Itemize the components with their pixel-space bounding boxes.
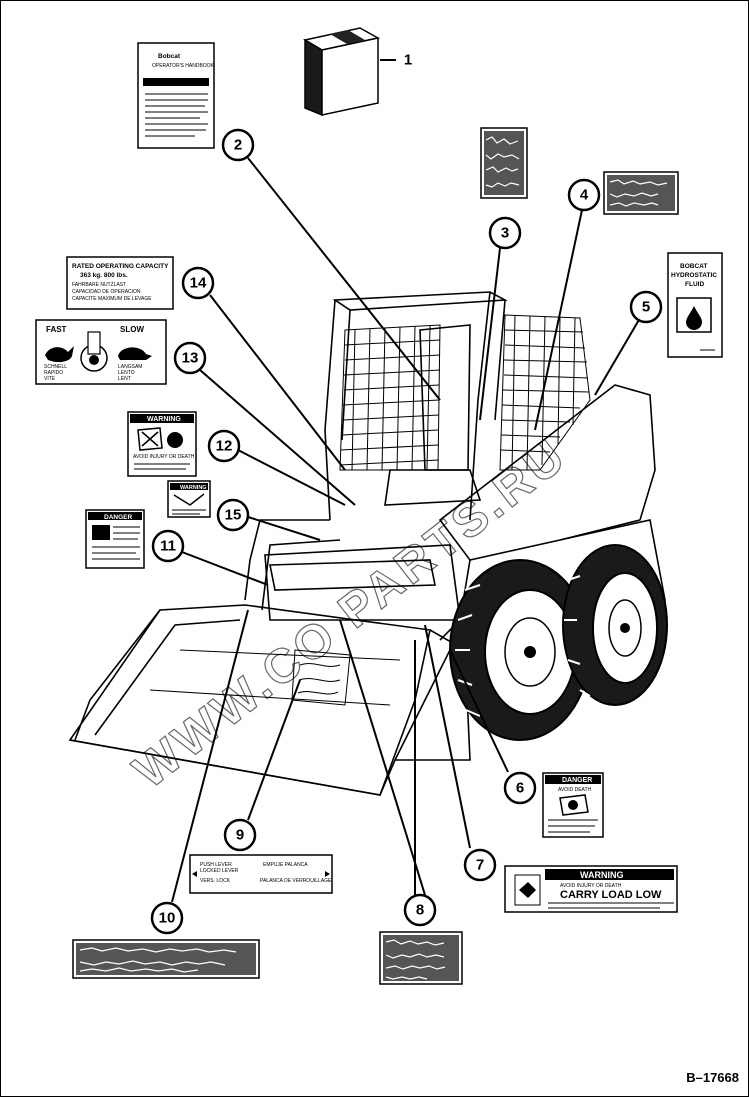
skid-steer-loader-drawing xyxy=(68,291,668,796)
figure-reference-number: B–17668 xyxy=(686,1070,739,1085)
callout-5-label: 5 xyxy=(642,299,650,316)
callout-5: 5 xyxy=(629,290,663,324)
callout-6: 6 xyxy=(503,771,537,805)
callout-15-label: 15 xyxy=(225,507,242,524)
small-warning-decal: WARNING xyxy=(167,480,211,518)
hydrostatic-line3: FLUID xyxy=(685,281,704,288)
handbook-title: OPERATOR'S HANDBOOK xyxy=(152,63,215,69)
lever-lock-decal: PUSH LEVER LOCKED LEVER EMPUJE PALANCA V… xyxy=(189,854,333,894)
rated-capacity-line2: 363 kg. 800 lbs. xyxy=(80,272,128,279)
callout-14-label: 14 xyxy=(190,275,207,292)
callout-13-label: 13 xyxy=(182,350,199,367)
rated-capacity-line1: RATED OPERATING CAPACITY xyxy=(72,263,169,270)
turtle-icon xyxy=(118,347,152,360)
callout-15: 15 xyxy=(216,498,250,532)
callout-3: 3 xyxy=(488,216,522,250)
hydrostatic-line1: BOBCAT xyxy=(680,263,707,270)
throttle-lever-icon xyxy=(80,331,108,372)
danger-right-line1: AVOID DEATH xyxy=(558,787,592,793)
callout-9: 9 xyxy=(223,818,257,852)
callout-2: 2 xyxy=(221,128,255,162)
callout-12-label: 12 xyxy=(216,438,233,455)
engine-warning-decal: WARNING AVOID INJURY OR DEATH xyxy=(127,411,197,477)
speed-fast-sub1: SCHNELL xyxy=(44,364,67,370)
operating-handbook-decal: Bobcat OPERATOR'S HANDBOOK xyxy=(137,42,215,149)
callout-1-label: 1 xyxy=(404,52,412,69)
callout-1: 1 xyxy=(404,52,412,69)
callout-11: 11 xyxy=(151,529,185,563)
speed-slow-sub1: LANGSAM xyxy=(118,364,142,370)
danger-left-header: DANGER xyxy=(104,514,132,521)
patch-upper-right xyxy=(603,171,679,215)
handbook-brand: Bobcat xyxy=(158,53,181,60)
callout-8-label: 8 xyxy=(416,902,424,919)
rated-capacity-line5: CAPACITE MAXIMUM DE LEVAGE xyxy=(72,296,152,302)
callout-2-label: 2 xyxy=(234,137,242,154)
callout-12: 12 xyxy=(207,429,241,463)
danger-left-decal: DANGER xyxy=(85,509,145,569)
callout-9-label: 9 xyxy=(236,827,244,844)
carry-load-low-decal: WARNING AVOID INJURY OR DEATH CARRY LOAD… xyxy=(504,865,678,913)
textured-decal-patches xyxy=(72,127,679,985)
lever-left2: LOCKED LEVER xyxy=(200,868,239,874)
callout-10: 10 xyxy=(150,901,184,935)
lever-left1: PUSH LEVER xyxy=(200,862,232,868)
speed-fast-sub3: VITE xyxy=(44,376,56,382)
left-arrow-icon xyxy=(192,871,197,877)
speed-fast-label: FAST xyxy=(46,325,67,334)
danger-right-header: DANGER xyxy=(562,777,592,784)
hydrostatic-line2: HYDROSTATIC xyxy=(671,272,717,279)
callout-4: 4 xyxy=(567,178,601,212)
rated-capacity-line4: CAPACIDAD DE OPERACION xyxy=(72,289,141,295)
callouts: 1 2 3 4 5 6 7 8 9 10 11 12 13 14 15 xyxy=(150,52,663,935)
speed-slow-sub2: LENTO xyxy=(118,370,135,376)
front-wheel xyxy=(449,559,591,741)
callout-14: 14 xyxy=(181,266,215,300)
carry-load-line2: CARRY LOAD LOW xyxy=(560,889,662,901)
rear-wheel xyxy=(562,544,668,706)
callout-13: 13 xyxy=(173,341,207,375)
crush-hazard-icon xyxy=(92,525,110,540)
speed-slow-label: SLOW xyxy=(120,325,144,334)
lever-right1: EMPUJE PALANCA xyxy=(263,862,308,868)
pinch-hazard-icon xyxy=(173,493,205,506)
hydrostatic-fluid-decal: BOBCAT HYDROSTATIC FLUID xyxy=(667,252,723,358)
speed-slow-sub3: LENT xyxy=(118,376,131,382)
speed-fast-sub2: RAPIDO xyxy=(44,370,63,376)
rated-operating-capacity-decal: RATED OPERATING CAPACITY 363 kg. 800 lbs… xyxy=(66,256,174,310)
callout-7-label: 7 xyxy=(476,857,484,874)
patch-bottom-center xyxy=(379,931,463,985)
danger-right-decal: DANGER AVOID DEATH xyxy=(542,772,604,838)
carry-load-header: WARNING xyxy=(580,870,624,880)
callout-10-label: 10 xyxy=(159,910,176,927)
small-warning-header: WARNING xyxy=(180,485,207,491)
engine-fan-icon xyxy=(137,427,163,451)
callout-11-label: 11 xyxy=(160,538,176,555)
callout-4-label: 4 xyxy=(580,187,589,204)
patch-upper-center xyxy=(480,127,528,199)
operators-manual-box xyxy=(302,27,381,117)
right-arrow-icon xyxy=(325,871,330,877)
callout-8: 8 xyxy=(403,893,437,927)
rated-capacity-line3: FAHRBARE NUTZLAST xyxy=(72,282,126,288)
fluid-drop-icon xyxy=(686,306,702,330)
rabbit-icon xyxy=(45,346,74,363)
engine-warning-header: WARNING xyxy=(147,416,181,423)
lever-right3: PALANCA DE VERROUILLAGE xyxy=(260,878,332,884)
fast-slow-speed-decal: FAST SLOW SCHNELL RAPIDO VITE LANGSAM LE… xyxy=(35,319,167,385)
engine-warning-line1: AVOID INJURY OR DEATH xyxy=(133,454,195,460)
cage-mesh-left xyxy=(339,325,441,471)
callout-3-label: 3 xyxy=(501,225,509,242)
callout-7: 7 xyxy=(463,848,497,882)
patch-bottom-left xyxy=(72,939,260,979)
lever-left3: VERS. LOCK xyxy=(200,878,231,884)
leader-lines xyxy=(171,59,641,903)
carry-load-line1: AVOID INJURY OR DEATH xyxy=(560,883,622,889)
callout-6-label: 6 xyxy=(516,780,524,797)
